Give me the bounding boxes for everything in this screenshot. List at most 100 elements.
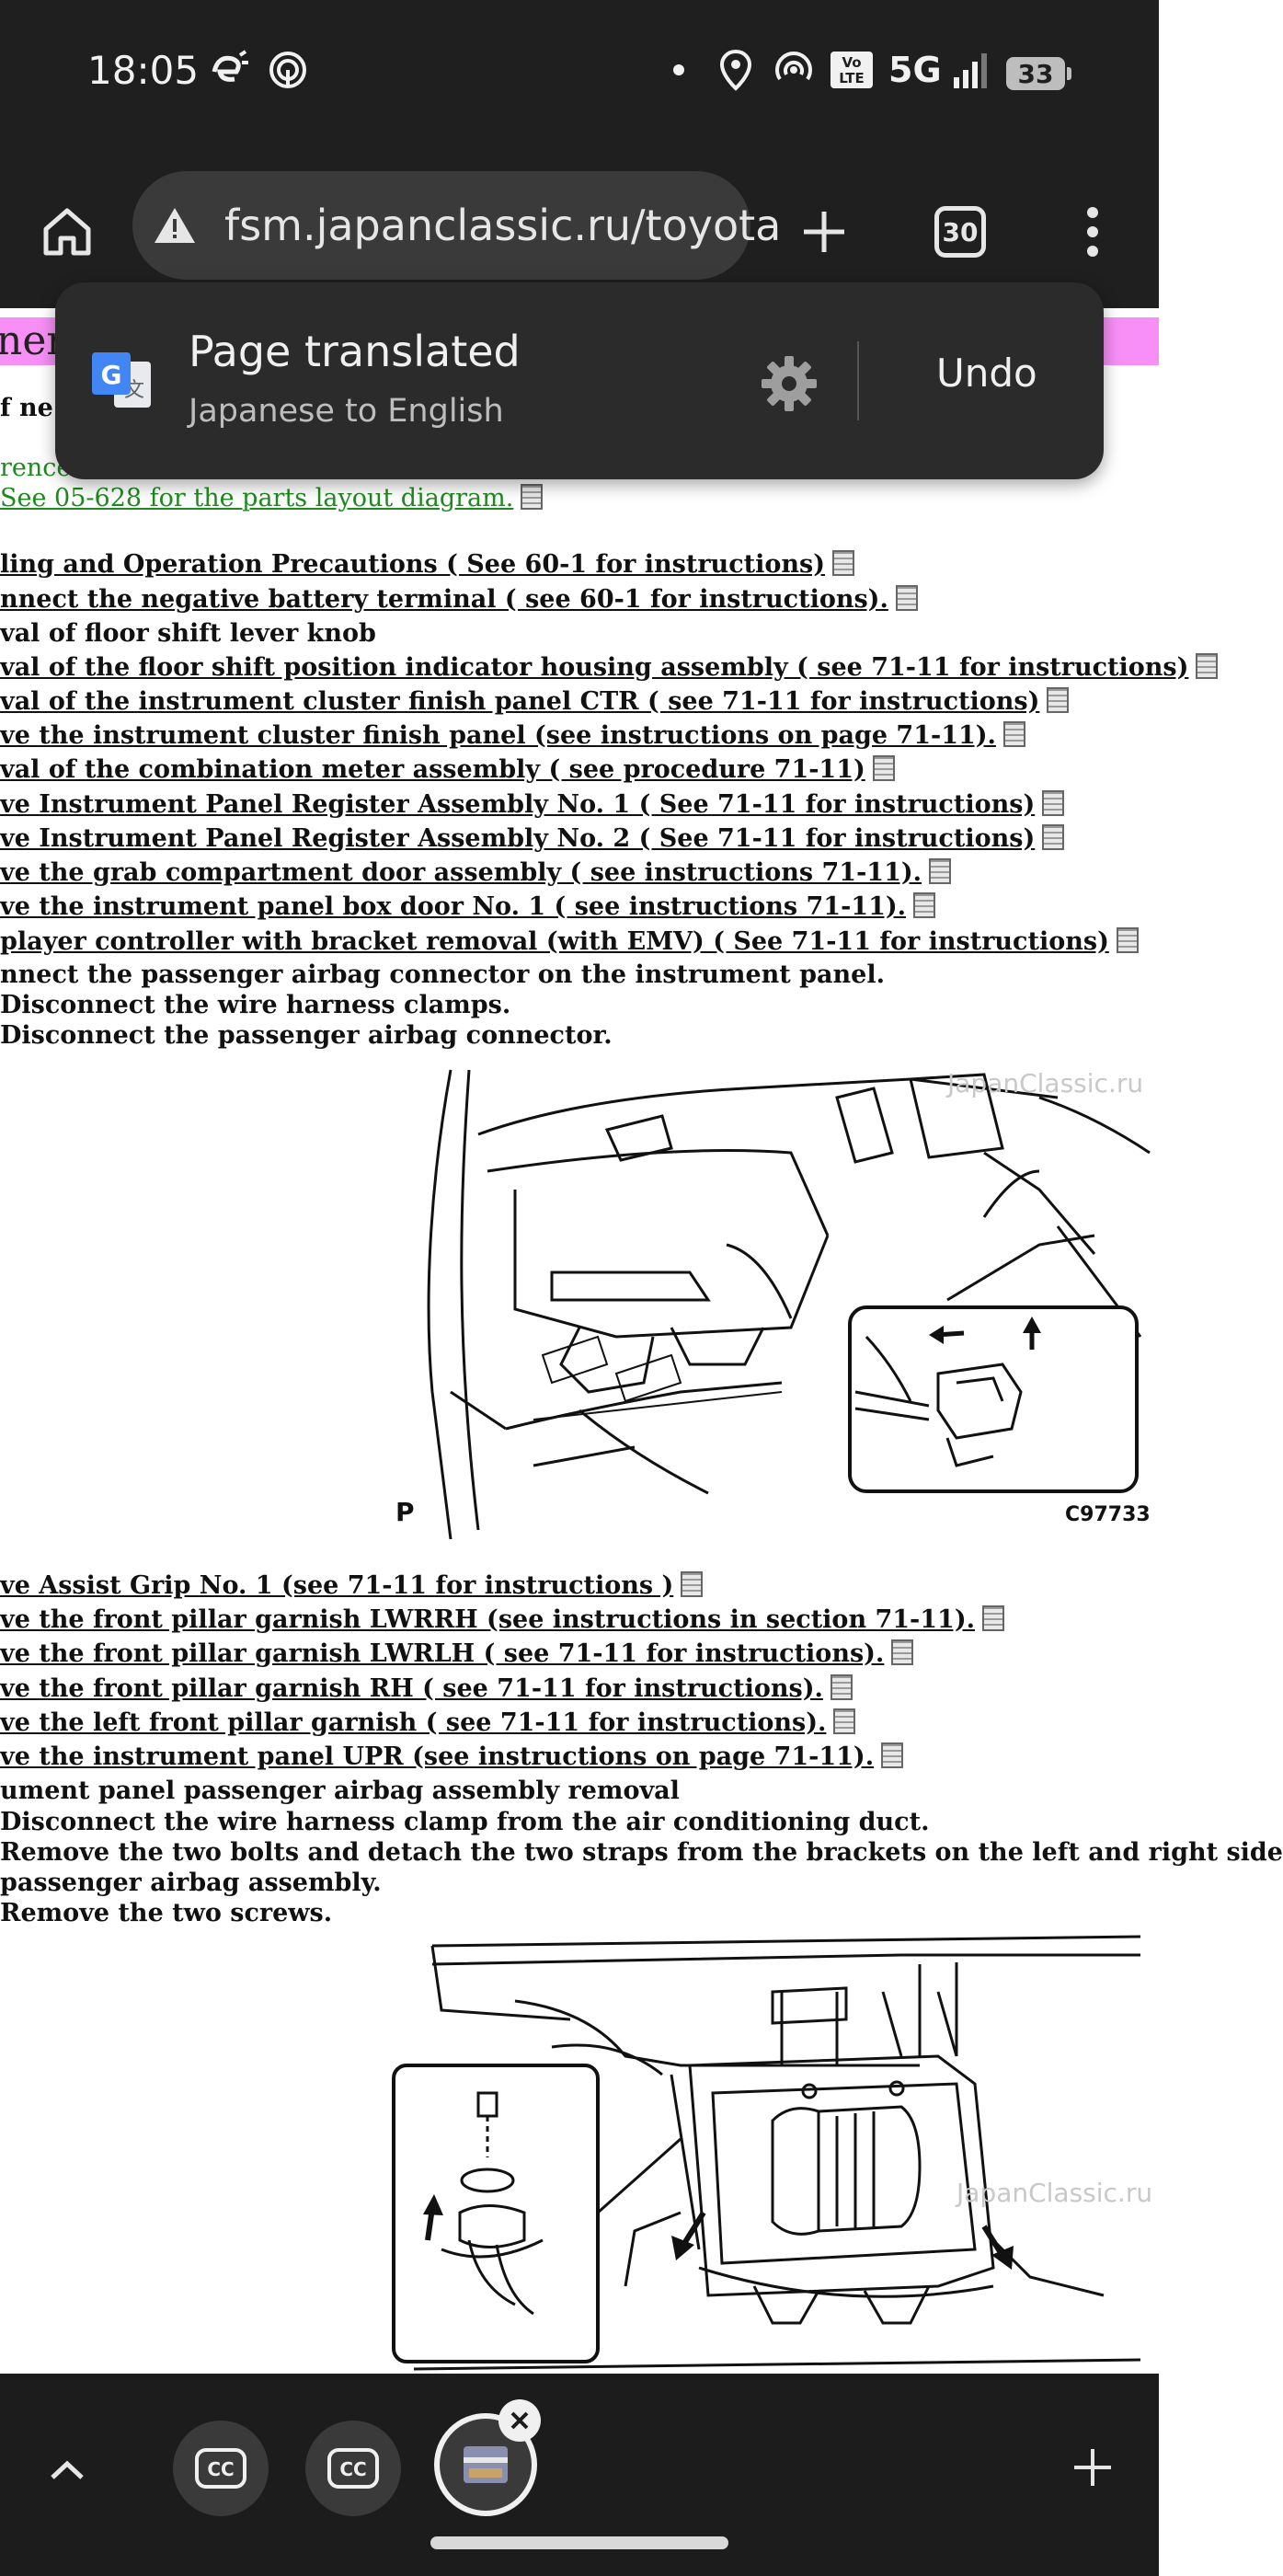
new-tab-button[interactable] <box>787 195 861 269</box>
procedure-line[interactable]: See 05-628 for the parts layout diagram. <box>0 483 544 514</box>
procedure-line[interactable]: player controller with bracket removal (… <box>0 926 1139 958</box>
procedure-text: ve the instrument panel UPR (see instruc… <box>0 1742 875 1771</box>
more-vert-icon <box>1087 207 1098 257</box>
home-button[interactable] <box>26 195 109 269</box>
tab-switcher-button[interactable]: 30 <box>934 206 986 258</box>
document-icon[interactable] <box>895 585 918 611</box>
document-icon[interactable] <box>521 484 544 510</box>
svg-text:LTE: LTE <box>839 70 865 86</box>
procedure-text: See 05-628 for the parts layout diagram. <box>0 484 514 512</box>
hotspot-icon <box>773 52 815 88</box>
site-favicon-icon: CC <box>195 2448 246 2489</box>
translate-popup: 文 G Page translated Japanese to English … <box>55 282 1104 479</box>
document-icon[interactable] <box>913 892 936 918</box>
figure-airbag-connector: P C97733 JapanClassic.ru <box>395 1068 1151 1540</box>
tab-thumbnail-2[interactable]: CC <box>305 2421 401 2516</box>
document-icon[interactable] <box>1196 653 1219 679</box>
nfc-icon <box>267 52 309 88</box>
procedure-line[interactable]: nnect the negative battery terminal ( se… <box>0 584 918 615</box>
document-icon[interactable] <box>833 1708 856 1734</box>
procedure-text: ling and Operation Precautions ( See 60-… <box>0 550 825 579</box>
svg-text:CC: CC <box>207 2458 234 2480</box>
procedure-line: Remove the two screws. <box>0 1898 332 1929</box>
document-icon[interactable] <box>1116 927 1139 953</box>
procedure-line[interactable]: ve the instrument panel UPR (see instruc… <box>0 1742 904 1773</box>
figure-label-p: P <box>395 1497 415 1527</box>
procedure-line[interactable]: ve Instrument Panel Register Assembly No… <box>0 789 1065 821</box>
procedure-line[interactable]: ve the front pillar garnish LWRLH ( see … <box>0 1639 914 1670</box>
procedure-line[interactable]: ve the left front pillar garnish ( see 7… <box>0 1708 856 1739</box>
undo-button[interactable]: Undo <box>936 351 1037 396</box>
procedure-text: val of floor shift lever knob <box>0 619 376 648</box>
procedure-text: ument panel passenger airbag assembly re… <box>0 1777 680 1805</box>
procedure-text: ve the instrument panel box door No. 1 (… <box>0 892 907 921</box>
procedure-text: ve the left front pillar garnish ( see 7… <box>0 1708 827 1737</box>
plus-icon <box>1074 2449 1111 2486</box>
procedure-text: Disconnect the wire harness clamp from t… <box>0 1808 930 1836</box>
popup-subtitle: Japanese to English <box>189 393 504 430</box>
document-icon[interactable] <box>1047 687 1070 713</box>
tab-thumbnail-1[interactable]: CC <box>173 2421 269 2516</box>
address-bar[interactable]: fsm.japanclassic.ru/toyota <box>132 171 781 280</box>
procedure-line: Remove the two bolts and detach the two … <box>0 1837 1283 1869</box>
gesture-bar <box>430 2536 728 2549</box>
document-icon[interactable] <box>891 1639 914 1665</box>
procedure-text: val of the floor shift position indicato… <box>0 653 1189 682</box>
procedure-line[interactable]: val of the floor shift position indicato… <box>0 652 1219 684</box>
site-favicon-icon: CC <box>327 2448 379 2489</box>
procedure-line[interactable]: ve Instrument Panel Register Assembly No… <box>0 823 1065 855</box>
chevron-up-icon <box>51 2460 84 2479</box>
warning-icon <box>153 205 197 246</box>
popup-title: Page translated <box>189 327 521 376</box>
procedure-line[interactable]: ling and Operation Precautions ( See 60-… <box>0 549 854 581</box>
procedure-line: Disconnect the wire harness clamps. <box>0 990 510 1021</box>
svg-text:Vo: Vo <box>842 54 861 71</box>
watermark-2: JapanClassic.ru <box>955 2178 1152 2208</box>
document-icon[interactable] <box>1042 790 1065 816</box>
procedure-text: ve Assist Grip No. 1 (see 71-11 for inst… <box>0 1571 674 1600</box>
procedure-text: ve Instrument Panel Register Assembly No… <box>0 824 1036 853</box>
procedure-text: f ne <box>0 394 53 422</box>
procedure-text: passenger airbag assembly. <box>0 1869 382 1897</box>
procedure-text: ve the grab compartment door assembly ( … <box>0 858 922 887</box>
close-tab-button[interactable] <box>498 2399 541 2442</box>
procedure-text: nnect the negative battery terminal ( se… <box>0 585 888 614</box>
procedure-line[interactable]: ve the instrument cluster finish panel (… <box>0 720 1025 752</box>
document-icon[interactable] <box>830 1674 853 1700</box>
procedure-line[interactable]: ve the grab compartment door assembly ( … <box>0 857 952 889</box>
figure-airbag-removal: JapanClassic.ru <box>392 1935 1152 2371</box>
procedure-text: Remove the two bolts and detach the two … <box>0 1838 1283 1867</box>
procedure-text: Disconnect the passenger airbag connecto… <box>0 1021 613 1050</box>
add-tab-button[interactable] <box>1065 2440 1120 2495</box>
plus-icon <box>804 212 844 252</box>
document-icon[interactable] <box>1002 721 1025 747</box>
document-icon[interactable] <box>982 1605 1005 1631</box>
procedure-line[interactable]: val of the combination meter assembly ( … <box>0 754 895 786</box>
procedure-text: Disconnect the wire harness clamps. <box>0 991 511 1019</box>
document-icon[interactable] <box>929 858 952 884</box>
procedure-line[interactable]: ve the front pillar garnish LWRRH (see i… <box>0 1604 1005 1636</box>
procedure-line[interactable]: ve Assist Grip No. 1 (see 71-11 for inst… <box>0 1570 704 1602</box>
procedure-text: ve the front pillar garnish LWRLH ( see … <box>0 1639 885 1668</box>
location-icon <box>717 49 754 91</box>
procedure-line[interactable]: ve the front pillar garnish RH ( see 71-… <box>0 1673 853 1705</box>
procedure-text: Remove the two screws. <box>0 1899 333 1927</box>
procedure-line: ument panel passenger airbag assembly re… <box>0 1776 680 1807</box>
document-icon[interactable] <box>1042 824 1065 850</box>
translate-settings-button[interactable] <box>760 354 819 417</box>
document-icon[interactable] <box>872 755 895 781</box>
figure-code: C97733 <box>1065 1503 1151 1526</box>
watermark: JapanClassic.ru <box>945 1068 1143 1098</box>
procedure-line[interactable]: ve the instrument panel box door No. 1 (… <box>0 891 936 923</box>
procedure-line: Disconnect the passenger airbag connecto… <box>0 1020 613 1052</box>
document-icon[interactable] <box>681 1571 704 1597</box>
document-icon[interactable] <box>831 550 854 576</box>
procedure-line: Disconnect the wire harness clamp from t… <box>0 1807 930 1838</box>
clock: 18:05 <box>87 48 200 93</box>
procedure-line[interactable]: val of the instrument cluster finish pan… <box>0 686 1070 718</box>
document-icon[interactable] <box>881 1742 904 1768</box>
expand-tabs-button[interactable] <box>35 2438 99 2502</box>
more-menu-button[interactable] <box>1074 195 1111 269</box>
